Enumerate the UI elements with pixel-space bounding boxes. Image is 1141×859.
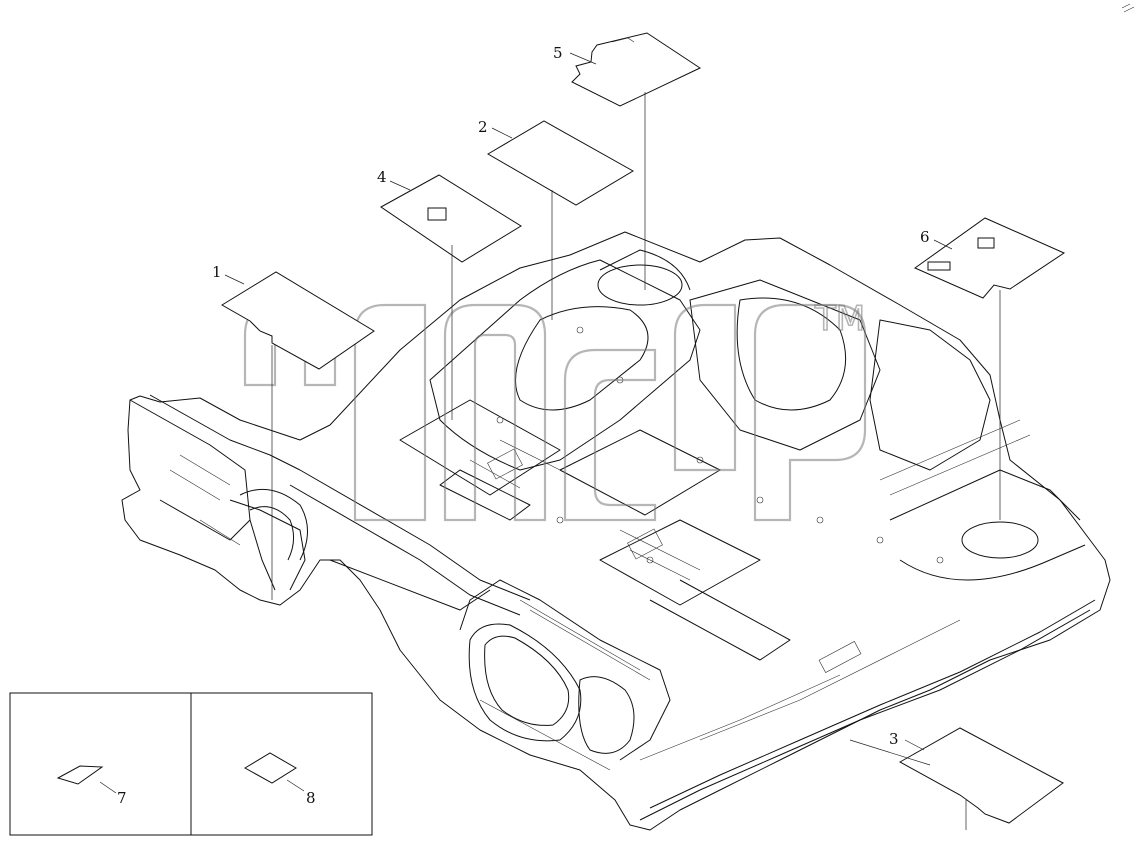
leader-5 [569, 52, 597, 65]
callout-2: 2 [478, 118, 488, 136]
part-5-panel [571, 32, 702, 107]
callout-4: 4 [377, 168, 387, 186]
part-2-panel [487, 120, 634, 206]
leader-3 [904, 739, 925, 751]
part-3-panel [898, 727, 1064, 824]
leader-1 [224, 274, 245, 285]
callout-7: 7 [117, 789, 127, 807]
inset-box-7: 7 [9, 692, 192, 836]
leader-4 [389, 180, 411, 191]
callout-3: 3 [889, 730, 899, 748]
part-8-panel [244, 752, 297, 784]
callout-5: 5 [553, 44, 563, 62]
leader-7 [99, 781, 117, 794]
callout-6: 6 [920, 228, 930, 246]
leader-3-to-floor [849, 739, 931, 766]
part-1-panel [221, 271, 375, 370]
leader-8 [286, 779, 305, 792]
part-4-panel [380, 174, 522, 263]
part-7-panel [56, 765, 104, 785]
leader-2 [491, 127, 513, 139]
inset-box-8: 8 [190, 692, 373, 836]
callout-8: 8 [306, 789, 316, 807]
trademark-label: TM [814, 299, 865, 339]
part-6-panel [913, 217, 1066, 299]
corner-mark [1121, 3, 1135, 13]
callout-1: 1 [212, 263, 222, 281]
leader-6 [933, 239, 953, 250]
